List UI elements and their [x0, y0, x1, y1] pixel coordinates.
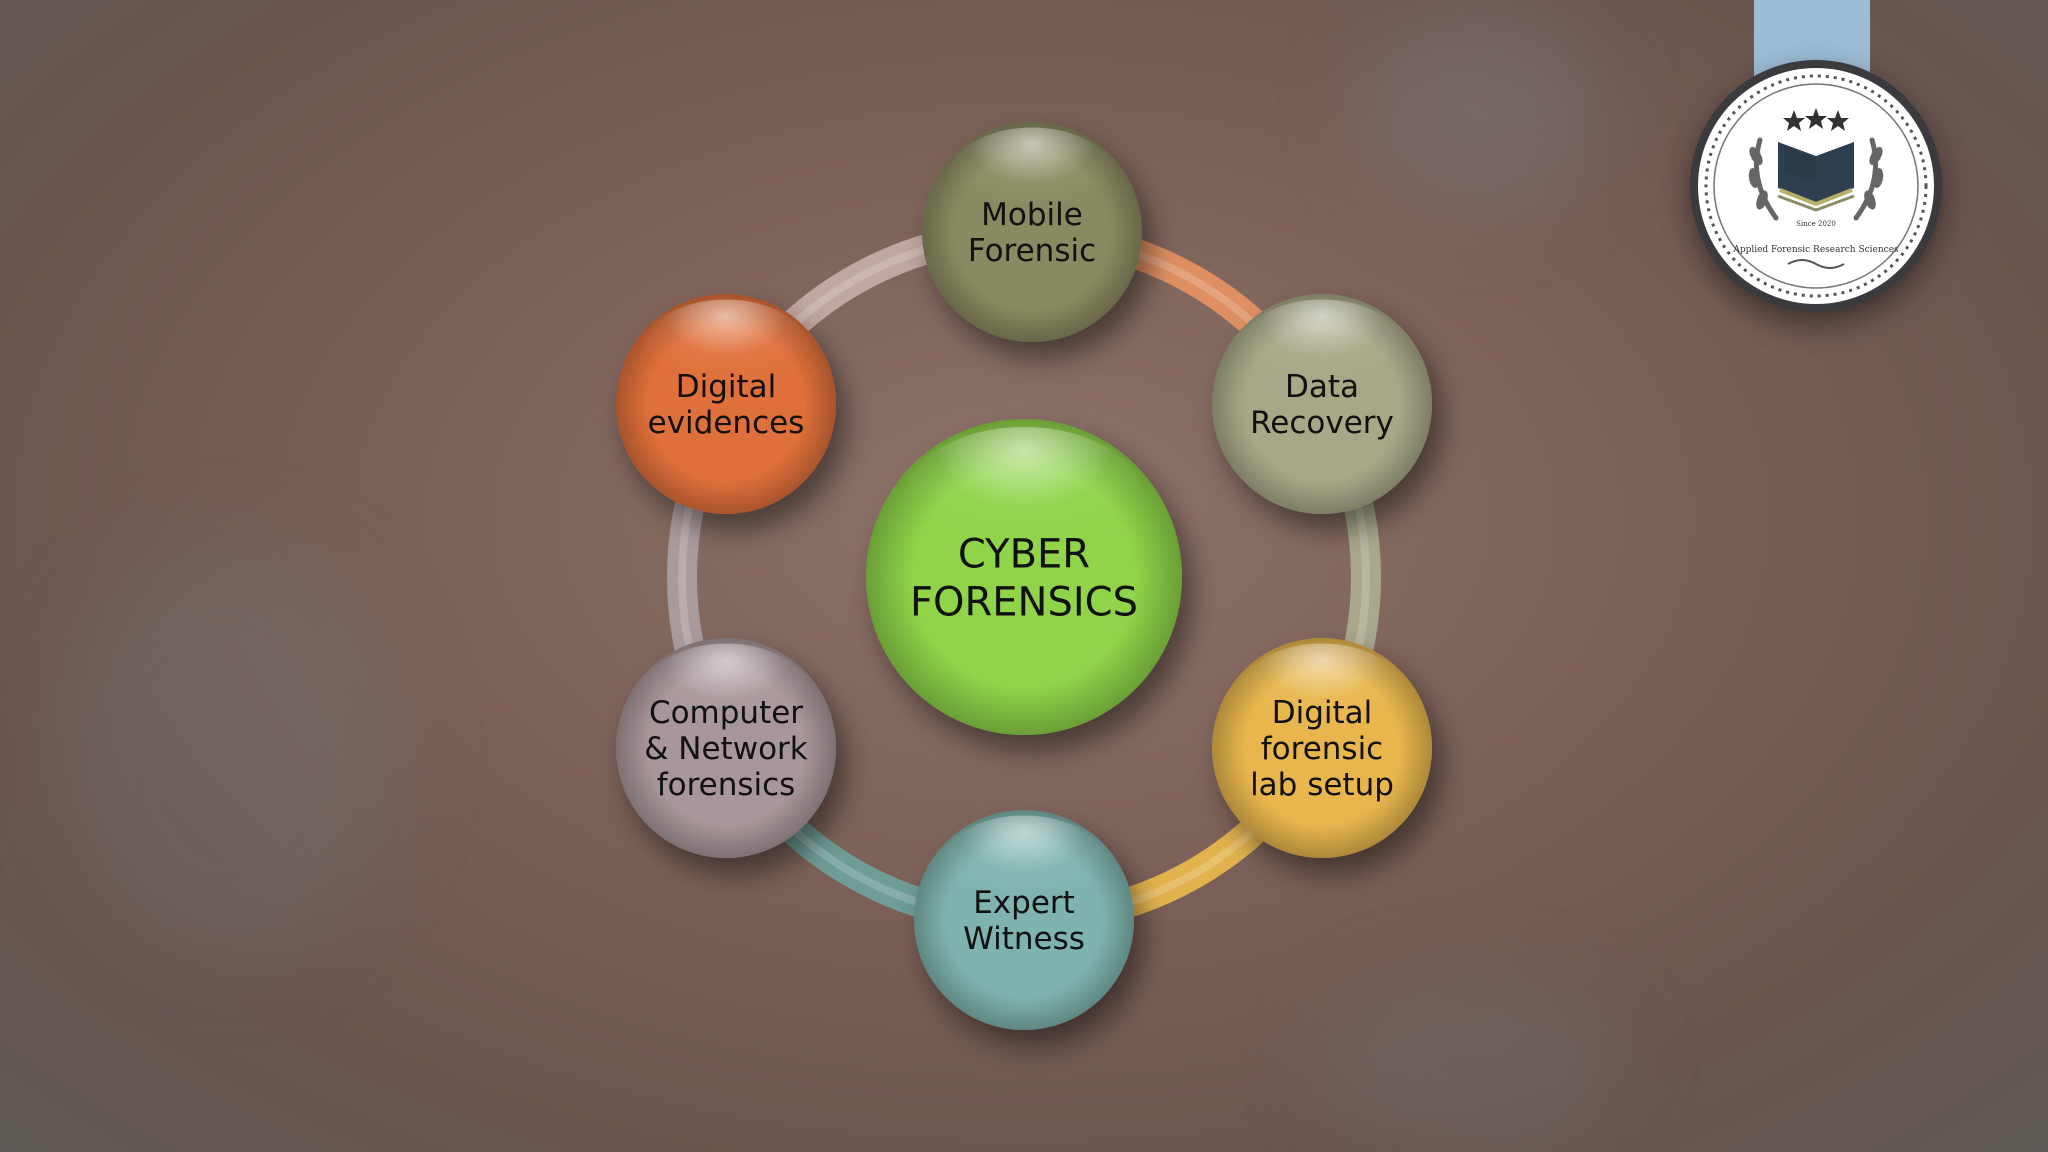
node-mobile-forensic-label-line: Forensic	[968, 233, 1096, 269]
book-icon	[1777, 142, 1855, 212]
center-node-label-line: CYBER	[958, 531, 1090, 577]
node-data-recovery-label-line: Recovery	[1250, 405, 1394, 441]
node-digital-forensic-lab-setup-label-line: forensic	[1261, 731, 1383, 767]
node-computer-network-forensics-label-line: forensics	[657, 767, 796, 803]
node-computer-network-forensics-gloss	[640, 643, 812, 754]
node-computer-network-forensics-label-line: Computer	[649, 695, 803, 731]
node-expert-witness-gloss	[938, 815, 1110, 926]
node-expert-witness-label-line: Expert	[973, 885, 1075, 921]
stars-icon	[1783, 108, 1849, 131]
node-digital-evidences-label-line: evidences	[648, 405, 805, 441]
node-digital-evidences-label-line: Digital	[676, 369, 777, 405]
node-digital-evidences-gloss	[640, 299, 812, 410]
logo-seal: Since 2020 Applied Forensic Research Sci…	[1690, 60, 1942, 312]
node-digital-forensic-lab-setup-gloss	[1236, 643, 1408, 754]
node-data-recovery-gloss	[1236, 299, 1408, 410]
node-digital-forensic-lab-setup-label-line: Digital	[1272, 695, 1373, 731]
diagram-nodes: MobileForensicDataRecoveryDigitalforensi…	[616, 122, 1432, 1030]
node-mobile-forensic-label-line: Mobile	[981, 197, 1083, 233]
logo-since: Since 2020	[1796, 220, 1836, 228]
node-digital-forensic-lab-setup-label-line: lab setup	[1250, 767, 1394, 803]
node-data-recovery-label-line: Data	[1285, 369, 1359, 405]
logo-name: Applied Forensic Research Sciences	[1732, 245, 1899, 255]
node-expert-witness-label-line: Witness	[963, 921, 1085, 957]
node-computer-network-forensics-label-line: & Network	[644, 731, 808, 767]
node-mobile-forensic-gloss	[946, 127, 1118, 238]
center-node-gloss	[900, 426, 1148, 585]
center-node-label-line: FORENSICS	[910, 579, 1138, 625]
